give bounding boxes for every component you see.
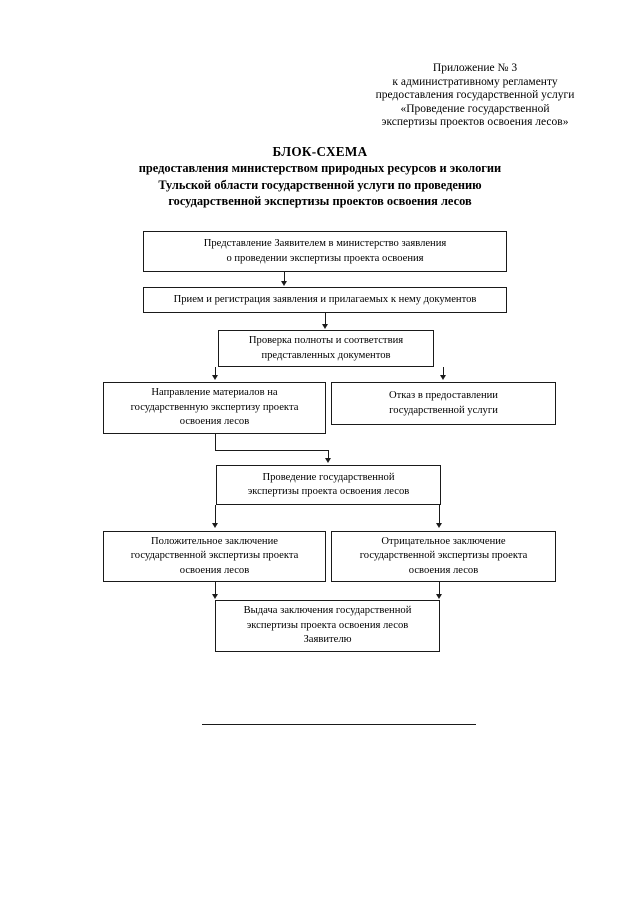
flow-node-completeness-check: Проверка полноты и соответствия представ… [218,330,434,367]
node8-line-1: Отрицательное заключение [381,535,506,547]
flow-node-negative-conclusion: Отрицательное заключение государственной… [331,531,556,582]
title-line-1: предоставления министерством природных р… [138,161,502,176]
page-title: БЛОК-СХЕМА предоставления министерством … [40,144,600,210]
connector-n7-n9-arrow [212,594,218,599]
connector-n3-n4-arrow [212,375,218,380]
connector-n6-n8-line [439,505,441,524]
node3-line-1: Проверка полноты и соответствия [248,335,404,347]
connector-n6-n7-line [215,505,217,524]
connector-n8-n9-arrow [436,594,442,599]
node3-line-2: представленных документов [261,349,391,361]
connector-n3-n5-line [443,367,445,376]
title-main: БЛОК-СХЕМА [272,144,368,159]
connector-n4-n6-across [215,450,329,452]
flow-node-registration: Прием и регистрация заявления и прилагае… [143,287,507,313]
node1-line-1: Представление Заявителем в министерство … [203,238,447,250]
node7-line-3: освоения лесов [179,564,250,576]
appendix-header: Приложение № 3 к административному регла… [330,62,620,130]
connector-n8-n9-line [439,582,441,595]
header-line-4: «Проведение государственной [400,102,550,115]
node8-line-3: освоения лесов [408,564,479,576]
node9-line-1: Выдача заключения государственной [243,605,412,617]
connector-n6-n8-arrow [436,523,442,528]
node4-line-3: освоения лесов [179,416,250,428]
flow-node-send-to-expertise: Направление материалов на государственну… [103,382,326,434]
node5-line-2: государственной услуги [389,404,498,416]
connector-n1-n2-line [284,272,286,282]
flow-node-conduct-expertise: Проведение государственной экспертизы пр… [216,465,441,505]
title-line-2: Тульской области государственной услуги … [158,177,482,192]
node7-line-2: государственной экспертизы проекта [130,550,299,562]
connector-n1-n2-arrow [281,281,287,286]
connector-n4-n6-arrow [325,458,331,463]
node7-line-1: Положительное заключение [151,535,278,547]
node8-line-2: государственной экспертизы проекта [359,550,528,562]
node4-line-2: государственную экспертизу проекта [130,401,299,413]
footer-divider [202,724,476,725]
connector-n2-n3-line [325,313,327,325]
connector-n3-n4-line [215,367,217,376]
connector-n4-n6-down1 [215,434,217,451]
header-line-5: экспертизы проектов освоения лесов» [381,116,569,129]
node9-line-2: экспертизы проекта освоения лесов [246,619,409,631]
flow-node-positive-conclusion: Положительное заключение государственной… [103,531,326,582]
connector-n3-n5-arrow [440,375,446,380]
node5-line-1: Отказ в предоставлении [389,390,498,402]
flow-node-issue-conclusion: Выдача заключения государственной экспер… [215,600,440,652]
node9-line-3: Заявителю [303,634,352,646]
node6-line-1: Проведение государственной [262,471,395,483]
connector-n7-n9-line [215,582,217,595]
node4-line-1: Направление материалов на [151,387,278,399]
node2-line-1: Прием и регистрация заявления и прилагае… [173,293,477,305]
node1-line-2: о проведении экспертизы проекта освоения [226,252,424,264]
connector-n2-n3-arrow [322,324,328,329]
flow-node-service-refusal: Отказ в предоставлении государственной у… [331,382,556,425]
header-line-2: к административному регламенту [392,75,558,88]
node6-line-2: экспертизы проекта освоения лесов [247,486,410,497]
title-line-3: государственной экспертизы проектов осво… [168,194,472,209]
flow-node-application-submission: Представление Заявителем в министерство … [143,231,507,272]
connector-n4-n6-down2 [328,450,330,459]
header-line-3: предоставления государственной услуги [375,89,575,102]
connector-n6-n7-arrow [212,523,218,528]
header-line-1: Приложение № 3 [432,62,518,74]
